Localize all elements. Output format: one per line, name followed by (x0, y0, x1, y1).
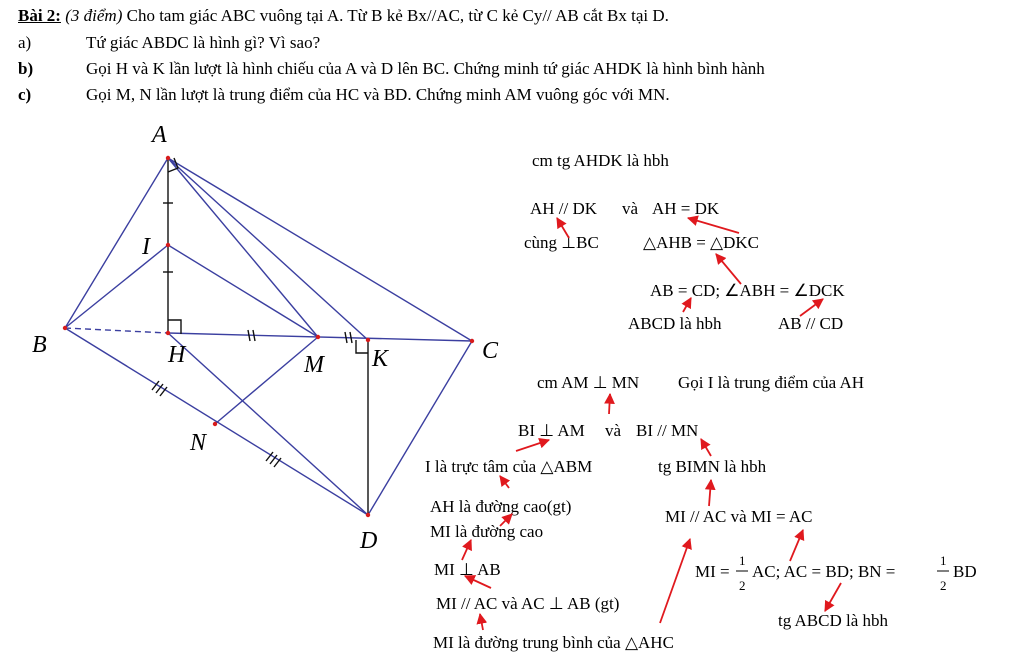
part-c-label: c) (18, 85, 32, 104)
segment-AC (167, 157, 473, 342)
right-angle-H (168, 319, 182, 334)
point-label-B: B (32, 332, 47, 358)
figure-points (62, 155, 475, 518)
segment-HD (167, 332, 369, 516)
proof-b-parallelogram: ABCD là hbh (628, 314, 722, 333)
part-b-label: b) (18, 59, 34, 78)
proof-c-goal: cm AM ⊥ MN (537, 373, 639, 392)
point-label-C: C (482, 338, 499, 364)
proof-b-equal: AH = DK (652, 199, 720, 218)
point-label-N: N (189, 430, 208, 456)
proof-c-hint: Gọi I là trung điểm của AH (678, 373, 864, 392)
frac1-den: 2 (739, 578, 746, 593)
point-label-H: H (167, 342, 187, 368)
proof-c-bi-parallel: BI // MN (636, 421, 698, 440)
problem-statement: Cho tam giác ABC vuông tại A. Từ B kẻ Bx… (122, 6, 669, 25)
part-b-text: Gọi H và K lần lượt là hình chiếu của A … (86, 59, 765, 78)
point-label-I: I (141, 234, 151, 260)
proof-c-bimn: tg BIMN là hbh (658, 457, 767, 476)
segment-BI (64, 244, 169, 329)
reasoning-arrows (461, 215, 842, 631)
proof-c-mi-half: MI = (695, 562, 730, 581)
proof-c-mi-altitude: MI là đường cao (430, 522, 543, 541)
proof-b-goal: cm tg AHDK là hbh (532, 151, 669, 170)
proof-c-mi-ac: MI // AC và MI = AC (665, 507, 813, 526)
problem-points: (3 điểm) (65, 6, 123, 25)
segment-IM (167, 244, 319, 338)
right-angle-A (167, 157, 179, 173)
segment-AK (167, 157, 369, 341)
point-label-K: K (371, 346, 390, 372)
proof-b-and: và (622, 199, 639, 218)
segment-CD (367, 340, 473, 516)
problem-title-line: Bài 2: (3 điểm) Cho tam giác ABC vuông t… (18, 6, 669, 26)
proof-c-bd: BD (953, 562, 977, 581)
proof-c-midline: MI là đường trung bình của △AHC (433, 633, 674, 652)
proof-c-ah-altitude: AH là đường cao(gt) (430, 497, 571, 516)
frac1-num: 1 (739, 553, 746, 568)
point-label-D: D (359, 528, 377, 554)
proof-c-mi-parallel-ac: MI // AC và AC ⊥ AB (gt) (436, 594, 619, 613)
segment-MN (214, 336, 319, 425)
proof-c-abcd: tg ABCD là hbh (778, 611, 889, 630)
part-a-label: a) (18, 33, 32, 52)
proof-b-perp: cùng ⊥BC (524, 233, 599, 252)
proof-b-ab-cd: AB // CD (778, 314, 843, 333)
right-angle-K (355, 340, 368, 354)
segment-BD (64, 327, 369, 516)
proof-c-bi-perp: BI ⊥ AM (518, 421, 585, 440)
proof-c-and: và (605, 421, 622, 440)
proof-b-angles: AB = CD; ∠ABH = ∠DCK (650, 281, 845, 300)
proof-c-ac-bd: AC; AC = BD; BN = (752, 562, 895, 581)
part-c-text: Gọi M, N lần lượt là trung điểm của HC v… (86, 85, 670, 104)
problem-label: Bài 2: (18, 6, 61, 25)
segment-AB (64, 157, 169, 329)
segment-BH (64, 327, 169, 334)
proof-b-parallel: AH // DK (530, 199, 598, 218)
proof-b: cm tg AHDK là hbh AH // DK và AH = DK cù… (524, 151, 845, 333)
segment-AM (167, 157, 319, 338)
point-label-M: M (303, 352, 326, 378)
frac2-num: 1 (940, 553, 947, 568)
proof-b-congruent: △AHB = △DKC (643, 233, 759, 252)
proof-c-orthocenter: I là trực tâm của △ABM (425, 457, 592, 476)
point-label-A: A (150, 122, 167, 148)
geometry-figure (64, 157, 473, 516)
proof-c: cm AM ⊥ MN Gọi I là trung điểm của AH BI… (425, 373, 977, 652)
proof-c-mi-perp: MI ⊥ AB (434, 560, 501, 579)
frac2-den: 2 (940, 578, 947, 593)
part-a-text: Tứ giác ABDC là hình gì? Vì sao? (86, 33, 321, 52)
